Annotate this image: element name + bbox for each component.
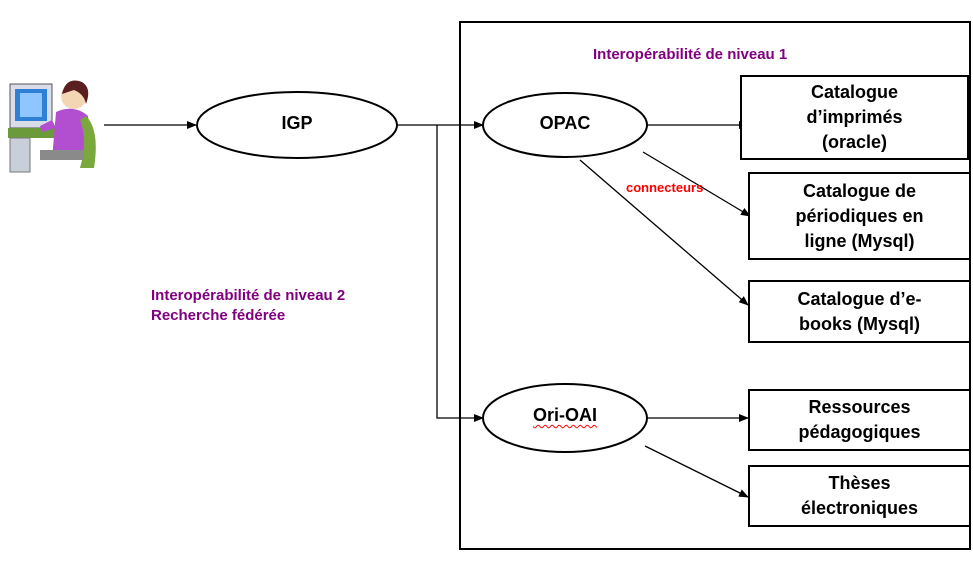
label-niveau1: Interopérabilité de niveau 1 xyxy=(593,46,788,63)
box-ressources-pedagogiques[interactable]: Ressources pédagogiques xyxy=(748,389,971,451)
label-niveau2-line1: Interopérabilité de niveau 2 xyxy=(151,287,346,304)
igp-label: IGP xyxy=(281,113,313,133)
edge-igp-orioai xyxy=(436,125,484,422)
label-connecteurs: connecteurs xyxy=(626,180,704,195)
label-niveau2-line2: Recherche fédérée xyxy=(151,307,286,324)
user-at-computer-icon xyxy=(8,80,96,173)
edge-opac-ebooks xyxy=(579,159,749,306)
box-catalogue-periodiques[interactable]: Catalogue de périodiques en ligne (Mysql… xyxy=(748,172,971,260)
orioai-label: Ori-OAI xyxy=(532,405,597,425)
edge-orioai-theses xyxy=(644,445,749,498)
box-theses-electroniques[interactable]: Thèses électroniques xyxy=(748,465,971,527)
edge-opac-periodiques xyxy=(642,151,751,217)
box-catalogue-ebooks[interactable]: Catalogue d’e- books (Mysql) xyxy=(748,280,971,343)
opac-label: OPAC xyxy=(539,113,591,133)
box-catalogue-imprimes[interactable]: Catalogue d’imprimés (oracle) xyxy=(740,75,969,160)
